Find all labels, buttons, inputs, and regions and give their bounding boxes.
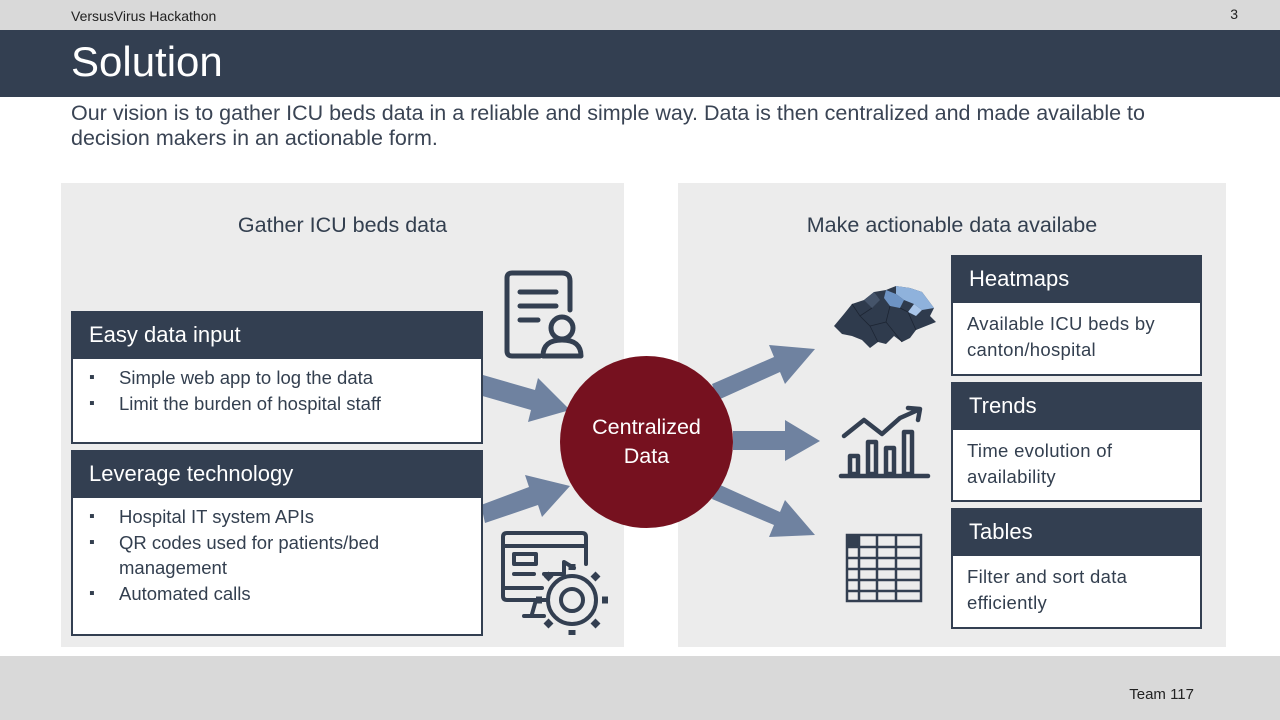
card-title: Trends (953, 384, 1200, 430)
arrow-output-3 (712, 484, 815, 537)
arrow-output-2 (733, 420, 820, 461)
card-title: Heatmaps (953, 257, 1200, 303)
leverage-technology-card: Leverage technology Hospital IT system A… (71, 450, 483, 636)
card-title: Tables (953, 510, 1200, 556)
slide-title: Solution (71, 38, 223, 85)
bullet-item: Limit the burden of hospital staff (89, 391, 467, 417)
trends-card: Trends Time evolution of availability (951, 382, 1202, 502)
page-number: 3 (1230, 6, 1238, 22)
centralized-data-hub: Centralized Data (560, 356, 733, 528)
card-body: Available ICU beds by canton/hospital (967, 313, 1155, 360)
card-title: Easy data input (73, 313, 481, 359)
bullet-item: Automated calls (89, 581, 467, 607)
hub-label-line1: Centralized (592, 415, 701, 439)
gather-heading: Gather ICU beds data (237, 213, 448, 237)
hub-label-line2: Data (623, 444, 670, 468)
arrow-input-1 (479, 375, 570, 422)
bullet-list: Simple web app to log the data Limit the… (73, 359, 481, 416)
form-user-icon (504, 270, 584, 359)
table-icon (845, 533, 923, 603)
bullet-item: Simple web app to log the data (89, 365, 467, 391)
bullet-item: Hospital IT system APIs (89, 504, 467, 530)
bottom-bar (0, 656, 1280, 720)
card-body: Time evolution of availability (967, 440, 1113, 487)
arrow-input-2 (481, 475, 570, 523)
card-body: Filter and sort data efficiently (967, 566, 1128, 613)
actionable-heading: Make actionable data availabe (806, 213, 1098, 237)
slide-subtitle: Our vision is to gather ICU beds data in… (71, 101, 1145, 150)
title-bar (0, 30, 1280, 97)
switzerland-map-icon (834, 286, 936, 348)
computer-gear-icon (501, 531, 608, 635)
tables-card: Tables Filter and sort data efficiently (951, 508, 1202, 629)
heatmaps-card: Heatmaps Available ICU beds by canton/ho… (951, 255, 1202, 376)
trend-chart-icon (838, 405, 931, 479)
bullet-item: QR codes used for patients/bed managemen… (89, 530, 467, 581)
top-bar (0, 0, 1280, 30)
arrow-output-1 (712, 345, 815, 400)
card-title: Leverage technology (73, 452, 481, 498)
team-label: Team 117 (1129, 686, 1194, 703)
bullet-list: Hospital IT system APIs QR codes used fo… (73, 498, 481, 606)
easy-data-input-card: Easy data input Simple web app to log th… (71, 311, 483, 444)
event-name: VersusVirus Hackathon (71, 8, 217, 24)
